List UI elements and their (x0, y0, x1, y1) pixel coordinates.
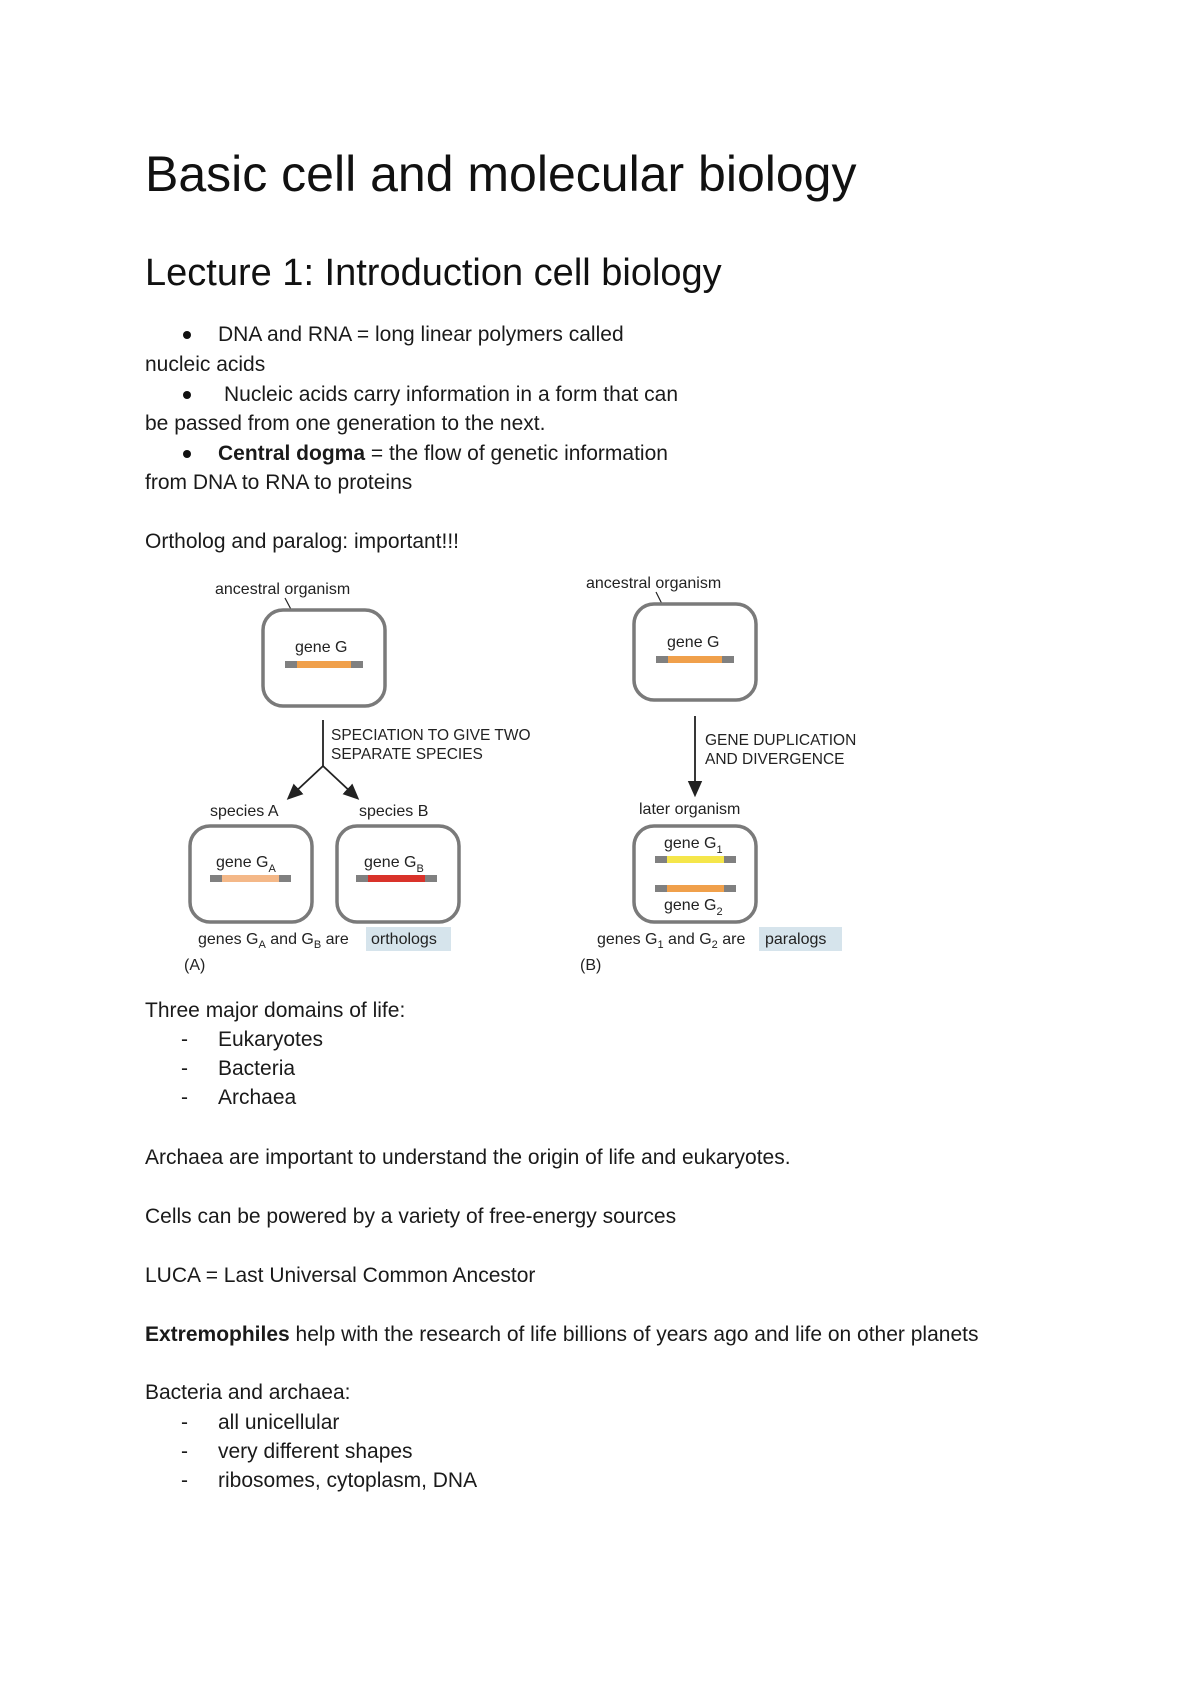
caption-part: and G (266, 931, 314, 948)
gene-gb-bar (368, 875, 425, 882)
species-b-label: species B (359, 803, 428, 820)
gene-ga-text: gene G (216, 854, 268, 871)
extremophiles-note: Extremophiles help with the research of … (145, 1320, 978, 1349)
bacteria-item: very different shapes (218, 1440, 413, 1463)
dash-marker: - (181, 1057, 188, 1080)
caption-sub: 2 (712, 939, 718, 951)
duplication-label-2: AND DIVERGENCE (705, 751, 845, 768)
bullet-3-line-1: Central dogma = the flow of genetic info… (218, 439, 668, 468)
paralogs-term: paralogs (765, 931, 826, 948)
gene-gb-text: gene G (364, 854, 416, 871)
species-b-cell (335, 824, 461, 924)
gene-g2-bar (667, 885, 724, 892)
arrow-to-species-a (286, 765, 324, 800)
bacteria-heading: Bacteria and archaea: (145, 1381, 351, 1404)
bacteria-item: ribosomes, cytoplasm, DNA (218, 1469, 478, 1492)
dash-marker: - (181, 1086, 188, 1109)
gene-g1-text: gene G (664, 835, 716, 852)
caption-part: and G (664, 931, 712, 948)
caption-part: genes G (198, 931, 258, 948)
speciation-label-2: SEPARATE SPECIES (331, 746, 483, 763)
bullet-dot (183, 391, 191, 399)
gene-g2-text: gene G (664, 897, 716, 914)
ortholog-heading: Ortholog and paralog: important!!! (145, 530, 460, 553)
gene-ga-label: gene GA (216, 854, 276, 875)
energy-note: Cells can be powered by a variety of fre… (145, 1205, 677, 1228)
orthologs-term: orthologs (371, 931, 437, 948)
panel-b-label: (B) (580, 957, 601, 974)
caption-sub: A (258, 939, 266, 951)
extremophiles-text: help with the research of life billions … (289, 1323, 979, 1346)
panel-b: ancestral organism gene G GENE DUPLICATI… (580, 575, 856, 974)
paralogs-highlight (759, 927, 842, 951)
caption-sub: 1 (657, 939, 663, 951)
gene-ga-sub: A (268, 863, 276, 875)
bacteria-item: all unicellular (218, 1411, 340, 1434)
bullet-2-line-2: be passed from one generation to the nex… (145, 412, 546, 435)
dash-marker: - (181, 1440, 188, 1463)
caption-sub: B (314, 939, 321, 951)
gene-g-label-a: gene G (295, 639, 347, 656)
domains-heading: Three major domains of life: (145, 999, 406, 1022)
bullet-dot (183, 450, 191, 458)
gene-gb-label: gene GB (364, 854, 424, 875)
gene-gb-sub: B (416, 863, 423, 875)
domain-item: Eukaryotes (218, 1028, 324, 1051)
domain-item: Bacteria (218, 1057, 296, 1080)
gene-g-bar-b (668, 656, 722, 663)
caption-part: are (321, 931, 349, 948)
dash-marker: - (181, 1411, 188, 1434)
bullet-3-line-2: from DNA to RNA to proteins (145, 471, 413, 494)
central-dogma-definition: = the flow of genetic information (365, 442, 668, 465)
gene-g1-sub: 1 (716, 844, 722, 856)
gene-g2-label: gene G2 (664, 897, 723, 918)
archaea-note: Archaea are important to understand the … (145, 1146, 791, 1169)
gene-g1-bar (667, 856, 724, 863)
lecture-heading: Lecture 1: Introduction cell biology (145, 252, 722, 294)
bullet-2-line-1: Nucleic acids carry information in a for… (224, 383, 679, 406)
gene-ga-bar (222, 875, 279, 882)
domain-item: Archaea (218, 1086, 297, 1109)
caption-part: are (718, 931, 746, 948)
luca-note: LUCA = Last Universal Common Ancestor (145, 1264, 536, 1287)
ancestral-organism-label-b: ancestral organism (586, 575, 721, 592)
ancestral-organism-label-a: ancestral organism (215, 581, 350, 598)
bullet-1-line-2: nucleic acids (145, 353, 266, 376)
central-dogma-term: Central dogma (218, 442, 366, 465)
panel-a-label: (A) (184, 957, 205, 974)
caption-part: genes G (597, 931, 657, 948)
panel-a: ancestral organism gene G SPECIATION TO … (184, 581, 531, 974)
ortholog-paralog-figure: ancestral organism gene G SPECIATION TO … (184, 575, 856, 974)
gene-g-label-b: gene G (667, 634, 719, 651)
speciation-label-1: SPECIATION TO GIVE TWO (331, 727, 531, 744)
species-a-cell (188, 824, 314, 924)
species-a-label: species A (210, 803, 279, 820)
gene-g1-label: gene G1 (664, 835, 723, 856)
extremophiles-term: Extremophiles (145, 1323, 290, 1346)
ancestral-cell-a (261, 608, 387, 708)
orthologs-caption: genes GA and GB are (198, 931, 349, 951)
arrow-to-species-b (322, 765, 360, 800)
later-organism-label: later organism (639, 801, 740, 818)
later-organism-cell (632, 824, 758, 924)
bullet-dot (183, 331, 191, 339)
gene-g-bar-a (297, 661, 351, 668)
bullet-1-line-1: DNA and RNA = long linear polymers calle… (218, 323, 624, 346)
page-title: Basic cell and molecular biology (145, 146, 857, 202)
orthologs-highlight (366, 927, 451, 951)
gene-g2-sub: 2 (716, 906, 722, 918)
dash-marker: - (181, 1028, 188, 1051)
duplication-label-1: GENE DUPLICATION (705, 732, 856, 749)
dash-marker: - (181, 1469, 188, 1492)
ancestral-cell-b (632, 602, 758, 702)
paralogs-caption: genes G1 and G2 are (597, 931, 745, 951)
